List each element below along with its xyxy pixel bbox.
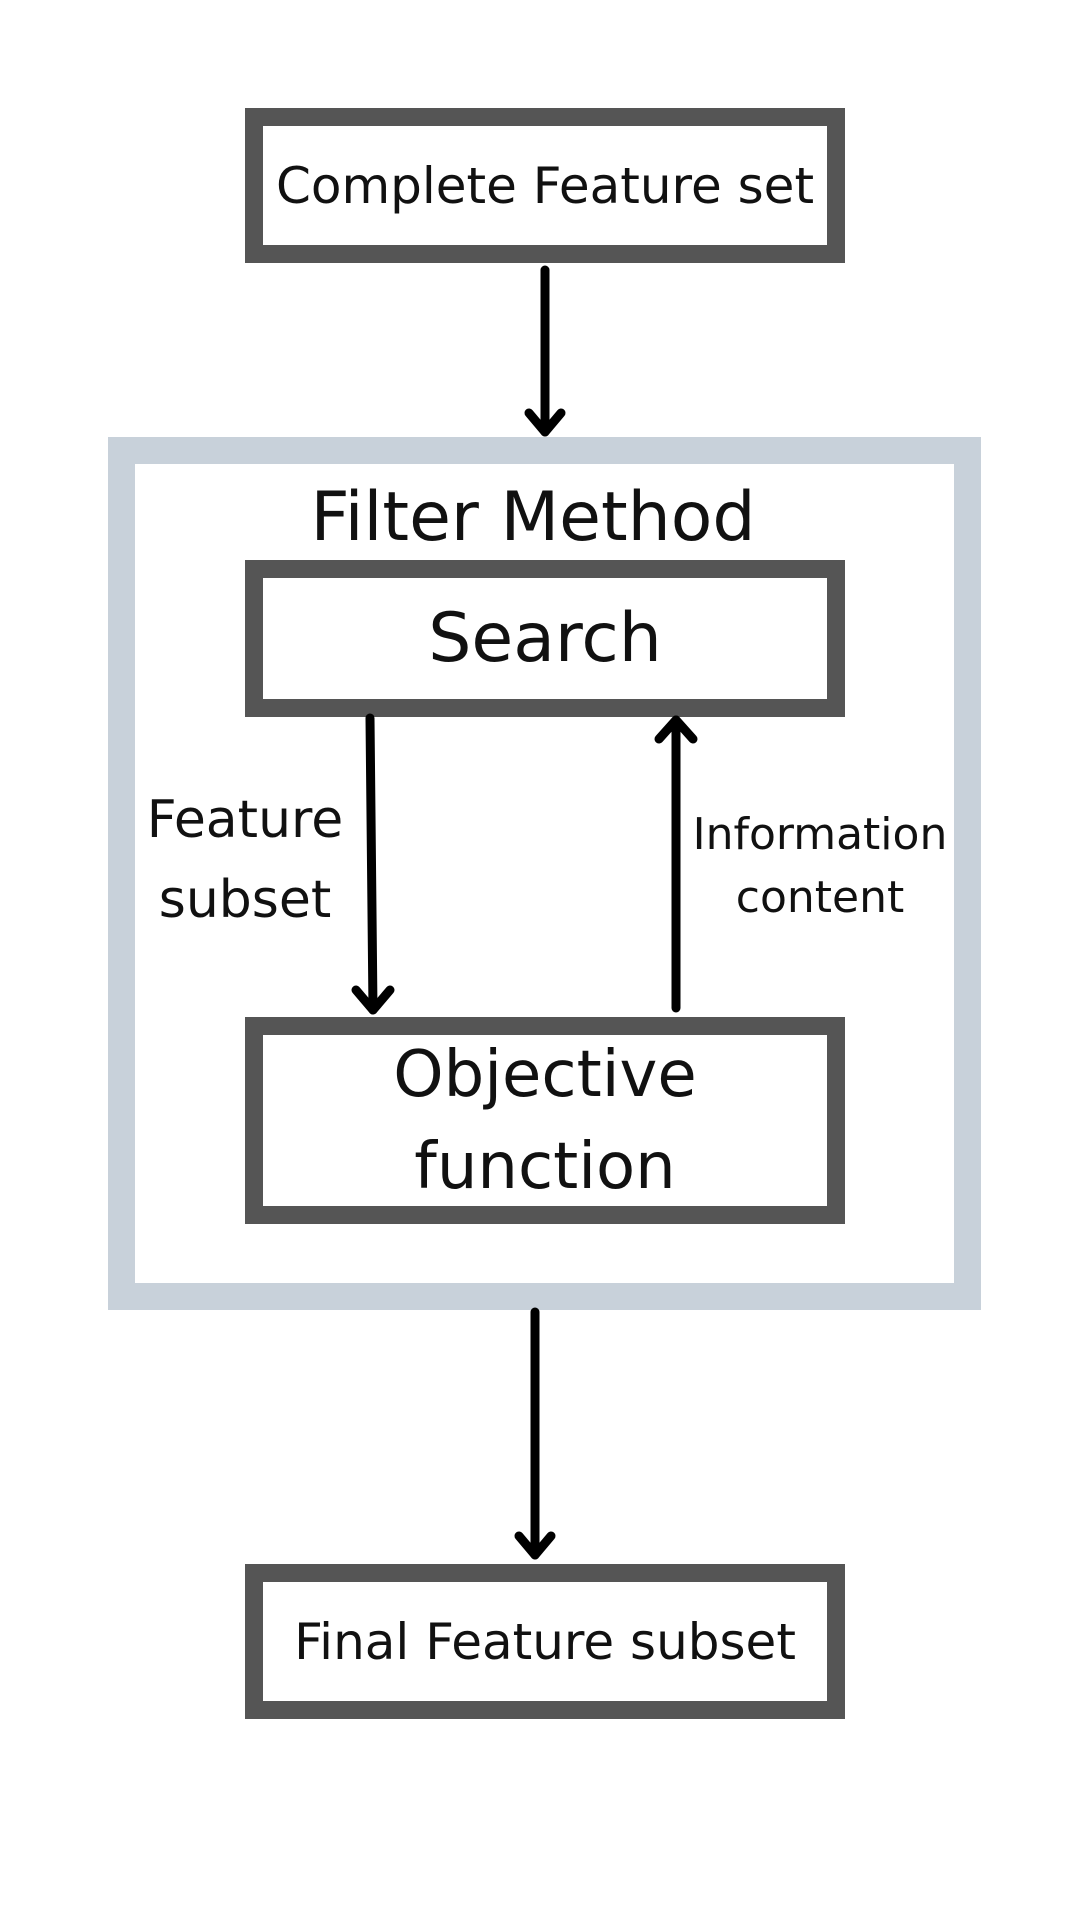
- search-label: Search: [428, 598, 662, 678]
- search-node: Search: [245, 560, 845, 717]
- objective-function-node: Objective function: [245, 1017, 845, 1224]
- final-feature-subset-label: Final Feature subset: [294, 1612, 796, 1671]
- arrow-complete-to-filter: [524, 265, 566, 437]
- objective-function-label-line-1: Objective: [393, 1037, 697, 1112]
- information-content-edge-label: Information content: [680, 803, 960, 929]
- objective-function-label-line-2: function: [414, 1129, 676, 1204]
- complete-feature-set-node: Complete Feature set: [245, 108, 845, 263]
- feature-subset-label-line-2: subset: [158, 870, 332, 930]
- information-content-label-line-1: Information: [692, 809, 948, 860]
- feature-subset-label-line-1: Feature: [146, 790, 344, 850]
- arrow-filter-to-final: [514, 1307, 556, 1560]
- final-feature-subset-node: Final Feature subset: [245, 1564, 845, 1719]
- feature-subset-edge-label: Feature subset: [130, 780, 360, 940]
- objective-function-label: Objective function: [393, 1029, 696, 1213]
- complete-feature-set-label: Complete Feature set: [275, 156, 815, 215]
- information-content-label-line-2: content: [735, 872, 905, 923]
- filter-method-title: Filter Method: [310, 478, 756, 557]
